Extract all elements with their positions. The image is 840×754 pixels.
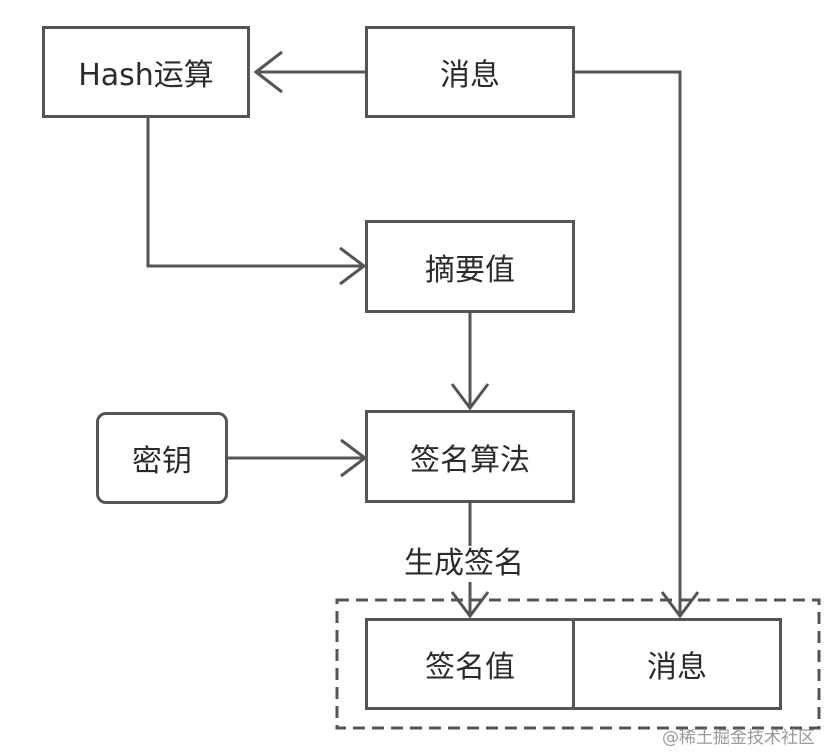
message-bundle-label: 消息 [647,650,707,685]
message-node: 消息 [365,26,575,118]
hash-operation-node: Hash运算 [42,26,250,118]
arrowhead-digest [339,246,367,286]
signature-value-node: 签名值 [365,618,575,710]
message-bundle-node: 消息 [572,618,782,710]
edge-hash-to-digest [146,118,364,268]
key-node: 密钥 [96,412,228,504]
signature-algorithm-label: 签名算法 [410,442,530,478]
generate-signature-label: 生成签名 [402,546,526,582]
arrowhead-hash [253,50,283,94]
hash-operation-label: Hash运算 [78,58,214,93]
digest-node: 摘要值 [365,220,575,313]
signature-algorithm-node: 签名算法 [365,410,575,503]
signature-value-label: 签名值 [425,650,515,685]
arrowhead-algo-top [450,383,490,411]
key-label: 密钥 [132,444,192,479]
digest-label: 摘要值 [425,252,515,288]
message-label: 消息 [440,58,500,93]
watermark: @稀土掘金技术社区 [662,728,815,748]
edge-message-to-bundle [575,70,682,616]
